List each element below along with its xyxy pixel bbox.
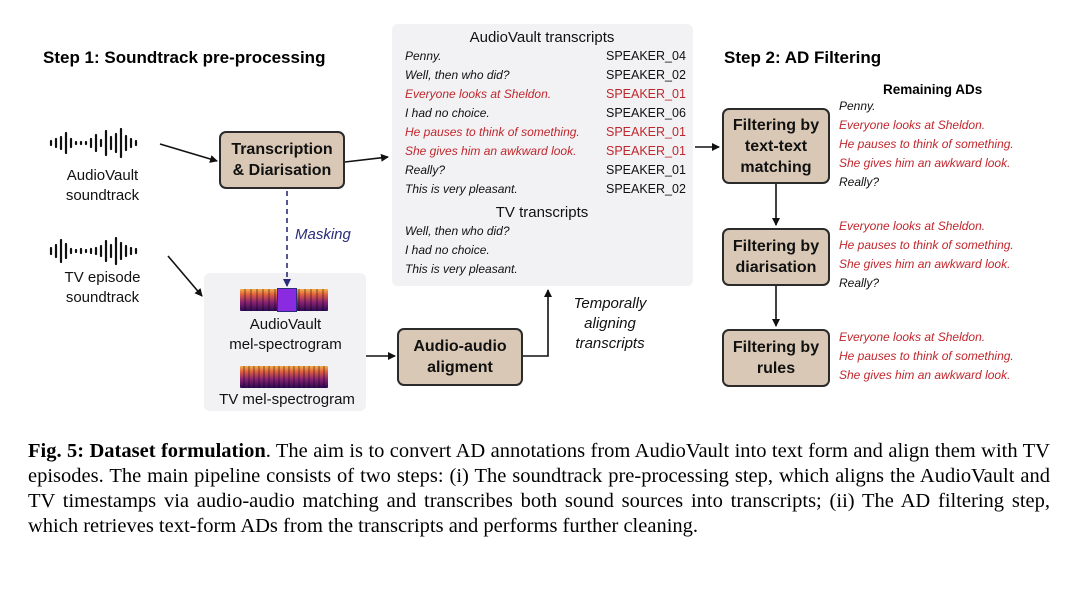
remaining-ad: She gives him an awkward look. [839,257,1011,271]
arrow-transcription-to-transcripts [344,153,389,163]
filter-diarisation-box: Filtering by diarisation [722,228,830,286]
speaker-tag: SPEAKER_01 [606,125,686,139]
remaining-ads-after-diarisation: Everyone looks at Sheldon. He pauses to … [839,217,1014,293]
tv-soundtrack-label: TV episode soundtrack [64,269,141,306]
transcript-line: Really? [405,163,446,177]
transcript-line: Penny. [405,49,442,63]
temporal-align-label: Temporally aligning transcripts [573,295,647,352]
mask-region [277,288,297,312]
audio-alignment-box: Audio-audio aligment [397,328,523,386]
tv-spectrogram [240,366,328,388]
arrow-tv-to-spectrogram [167,255,203,297]
arrow-alignment-to-transcripts [523,289,552,357]
transcript-line: He pauses to think of something. [405,125,580,139]
speaker-tag: SPEAKER_06 [606,106,686,120]
filter-rules-box: Filtering by rules [722,329,830,387]
transcript-line: She gives him an awkward look. [405,144,577,158]
masking-label: Masking [295,226,351,243]
transcript-line: This is very pleasant. [405,182,518,196]
remaining-ad: He pauses to think of something. [839,349,1014,363]
transcripts-panel [392,24,693,286]
speaker-tag: SPEAKER_02 [606,182,686,196]
remaining-ad: Everyone looks at Sheldon. [839,219,986,233]
remaining-ad: He pauses to think of something. [839,137,1014,151]
caption-lead: Fig. 5: Dataset formulation [28,440,266,462]
remaining-ads-after-rules: Everyone looks at Sheldon. He pauses to … [839,328,1014,385]
remaining-ad: She gives him an awkward look. [839,156,1011,170]
remaining-ad: Penny. [839,99,876,113]
step2-heading: Step 2: AD Filtering [724,48,882,67]
tv-transcript-list: Well, then who did? I had no choice. Thi… [405,222,685,279]
transcript-line: This is very pleasant. [405,262,518,276]
transcript-line: I had no choice. [405,106,490,120]
tv-mel-label: TV mel-spectrogram [219,391,355,408]
speaker-column: SPEAKER_04 SPEAKER_02 SPEAKER_01 SPEAKER… [606,47,690,199]
transcription-diarisation-box: Transcription & Diarisation [219,131,345,189]
audiovault-waveform-icon [49,128,138,158]
speaker-tag: SPEAKER_04 [606,49,686,63]
remaining-ad: Really? [839,175,880,189]
remaining-ad: He pauses to think of something. [839,238,1014,252]
transcript-line: Well, then who did? [405,68,510,82]
remaining-ad: Really? [839,276,880,290]
speaker-tag: SPEAKER_01 [606,87,686,101]
transcript-line: I had no choice. [405,243,490,257]
remaining-ad: Everyone looks at Sheldon. [839,118,986,132]
caption-body: . The aim is to convert AD annotations f… [28,440,1050,537]
speaker-tag: SPEAKER_01 [606,144,686,158]
tv-waveform-icon [49,236,138,266]
audiovault-transcripts-title: AudioVault transcripts [469,29,615,46]
figure-caption: Fig. 5: Dataset formulation. The aim is … [28,439,1050,539]
step1-heading: Step 1: Soundtrack pre-processing [43,48,326,67]
transcript-line: Well, then who did? [405,224,510,238]
arrow-soundtrack-to-transcription [159,143,218,163]
audiovault-soundtrack-label: AudioVault soundtrack [65,167,140,204]
transcript-line: Everyone looks at Sheldon. [405,87,552,101]
remaining-ad: She gives him an awkward look. [839,368,1011,382]
remaining-ads-title: Remaining ADs [883,82,983,97]
filter-text-matching-box: Filtering by text-text matching [722,108,830,184]
remaining-ads-after-text-matching: Penny. Everyone looks at Sheldon. He pau… [839,97,1014,192]
speaker-tag: SPEAKER_01 [606,163,686,177]
tv-transcripts-title: TV transcripts [495,204,589,221]
remaining-ad: Everyone looks at Sheldon. [839,330,986,344]
audiovault-mel-label: AudioVault mel-spectrogram [229,316,342,353]
audiovault-transcript-list: Penny. Well, then who did? Everyone look… [405,47,690,199]
speaker-tag: SPEAKER_02 [606,68,686,82]
